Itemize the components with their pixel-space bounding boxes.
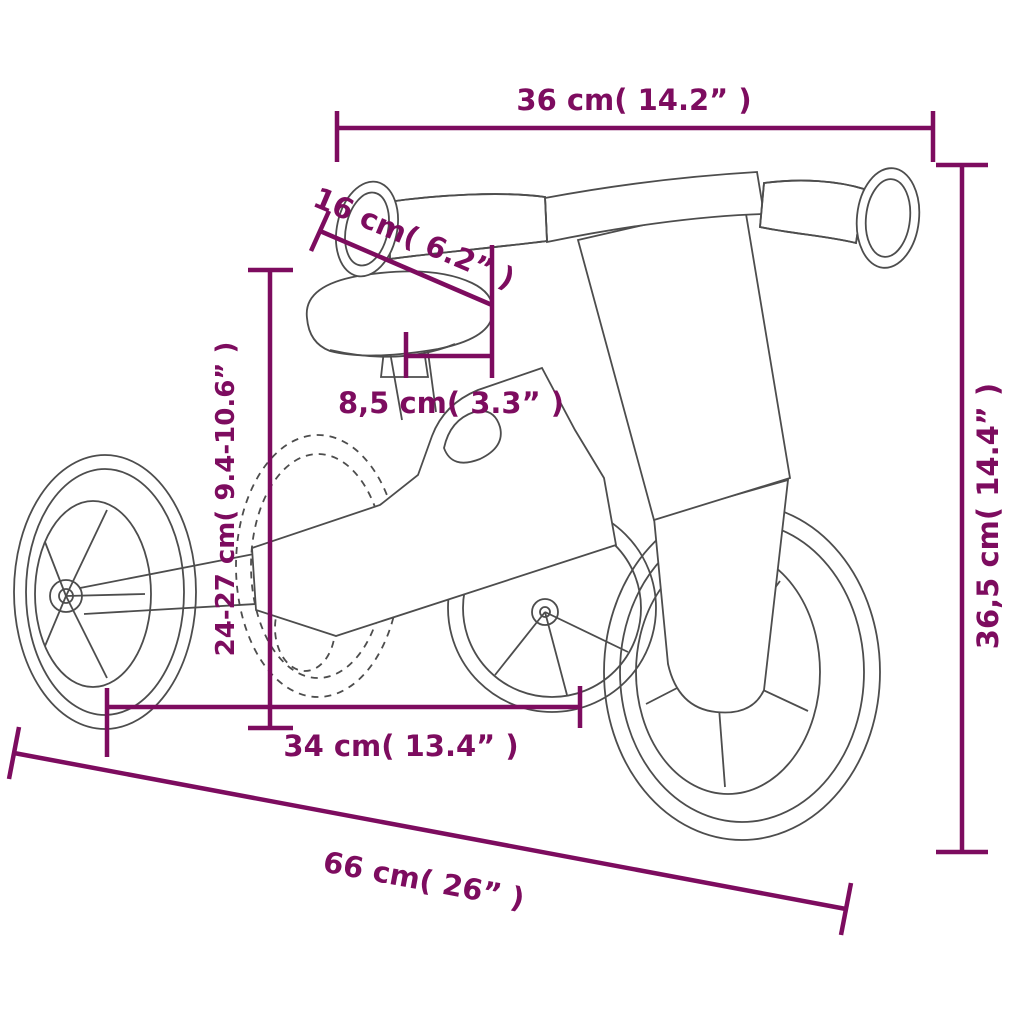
rear-axle [79, 553, 257, 615]
dim-label-overall-height: 36,5 cm( 14.4” ) [971, 383, 1005, 649]
dim-label-wheelbase: 34 cm( 13.4” ) [283, 729, 518, 763]
dim-seat-width: 8,5 cm( 3.3” ) [338, 332, 564, 420]
dim-wheelbase: 34 cm( 13.4” ) [104, 686, 583, 763]
right-grip [759, 167, 921, 269]
rear-wheel [4, 454, 197, 730]
right-grip-endcap [855, 167, 921, 269]
head-panel [576, 200, 792, 714]
frame-beam [251, 366, 618, 637]
frame-handle-cutout [443, 410, 502, 464]
bike-line-art [4, 167, 921, 841]
dim-overall-height: 36,5 cm( 14.4” ) [936, 162, 1005, 855]
dim-label-seat-height: 24-27 cm( 9.4-10.6” ) [211, 342, 241, 657]
dim-label-handlebar-width: 36 cm( 14.2” ) [516, 83, 751, 117]
dim-label-seat-width: 8,5 cm( 3.3” ) [338, 386, 564, 420]
handlebar [335, 167, 921, 278]
middle-wheel [447, 503, 661, 721]
dim-seat-height: 24-27 cm( 9.4-10.6” ) [211, 267, 293, 731]
dim-handlebar-width: 36 cm( 14.2” ) [334, 83, 936, 162]
left-grip [335, 180, 548, 278]
left-grip-endcap [335, 180, 399, 278]
dim-label-overall-length: 66 cm( 26” ) [320, 845, 527, 916]
